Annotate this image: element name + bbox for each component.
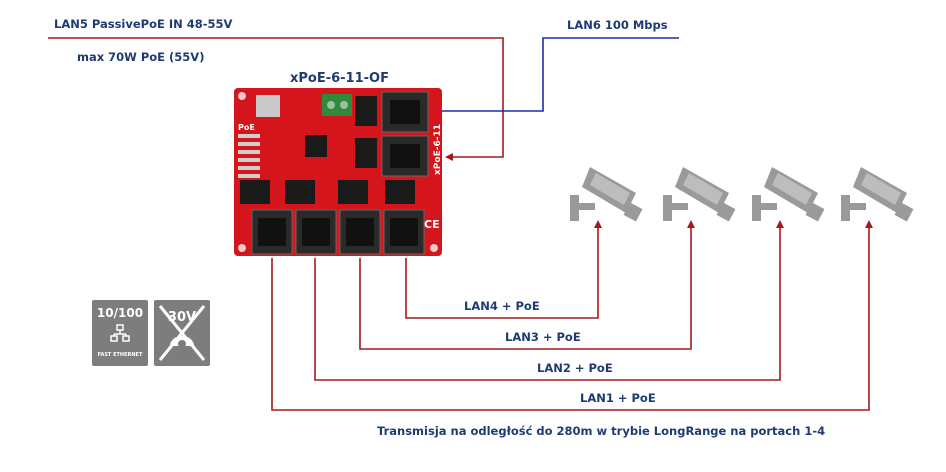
speed-bottom-text: FAST ETHERNET <box>97 352 143 358</box>
lan3-label: LAN3 + PoE <box>505 330 581 344</box>
cctv-camera-icon <box>663 167 736 222</box>
device-name: xPoE-6-11-OF <box>290 71 389 86</box>
footer-note: Transmisja na odległość do 280m w trybie… <box>377 424 826 438</box>
lan1-line <box>271 220 873 411</box>
lan3-line <box>359 220 695 350</box>
cctv-camera-icon <box>570 167 643 222</box>
terminal-block <box>322 94 352 116</box>
lan5-label: LAN5 PassivePoE IN 48-55V <box>54 17 233 31</box>
lan4-label: LAN4 + PoE <box>464 299 540 313</box>
max-power-label: max 70W PoE (55V) <box>77 50 205 64</box>
cctv-camera-icon <box>752 167 825 222</box>
lan6-data-line <box>434 37 679 112</box>
pcb-board: PoE xPoE-6-11 CE <box>234 88 443 256</box>
fast-ethernet-badge: 10/100 FAST ETHERNET <box>92 300 148 366</box>
lan2-label: LAN2 + PoE <box>537 361 613 375</box>
dip-switches <box>238 134 260 178</box>
lan2-line <box>314 220 784 381</box>
voltage-text: 30V <box>167 310 197 325</box>
network-icon <box>110 324 130 342</box>
no-voltage-icon <box>158 305 206 361</box>
qr-sticker <box>256 95 280 117</box>
ce-mark: CE <box>424 218 440 231</box>
lan4-line <box>405 220 602 319</box>
lan5-power-line <box>48 37 504 161</box>
lan1-label: LAN1 + PoE <box>580 391 656 405</box>
lan6-label: LAN6 100 Mbps <box>567 18 668 32</box>
cctv-camera-icon <box>841 167 914 222</box>
voltage-badge: 30V <box>154 300 210 366</box>
board-poe-text: PoE <box>238 123 255 132</box>
board-side-label: xPoE-6-11 <box>433 124 443 175</box>
speed-top-text: 10/100 <box>96 306 144 320</box>
